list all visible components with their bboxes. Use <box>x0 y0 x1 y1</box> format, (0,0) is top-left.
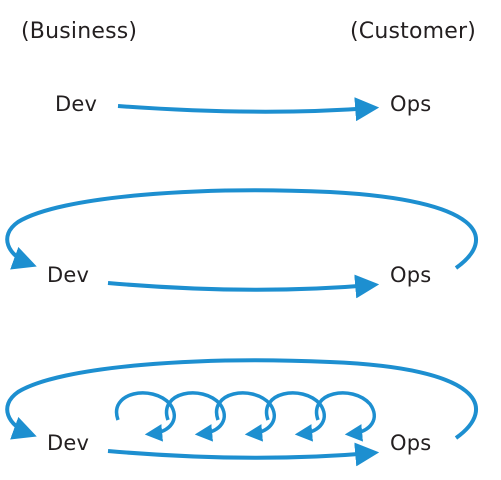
inner-loop-arrow-3 <box>214 391 276 442</box>
panel-3-dev-label: Dev <box>47 431 90 455</box>
inner-loop-arrow-5 <box>314 391 376 442</box>
panel-1-dev-label: Dev <box>55 92 98 116</box>
inner-loop-arrow-1 <box>114 391 176 442</box>
panel-3-ops-label: Ops <box>390 431 432 455</box>
panel-2-feedback-loop-arrow <box>5 188 478 270</box>
inner-loop-arrow-4 <box>264 391 326 442</box>
inner-loop-arrow-2 <box>164 391 226 442</box>
panel-3-inner-loops <box>114 391 376 442</box>
panel-3-feedback-loop-arrow <box>5 358 478 440</box>
header-customer: (Customer) <box>350 19 477 44</box>
panel-2-ops-label: Ops <box>390 263 432 287</box>
panel-2-dev-to-ops-arrow <box>107 274 380 299</box>
panel-2-dev-label: Dev <box>47 263 90 287</box>
panel-3-dev-to-ops-arrow <box>107 442 380 467</box>
header-business: (Business) <box>21 19 138 44</box>
panel-1-ops-label: Ops <box>390 92 432 116</box>
panel-1-dev-to-ops-arrow <box>117 97 380 122</box>
